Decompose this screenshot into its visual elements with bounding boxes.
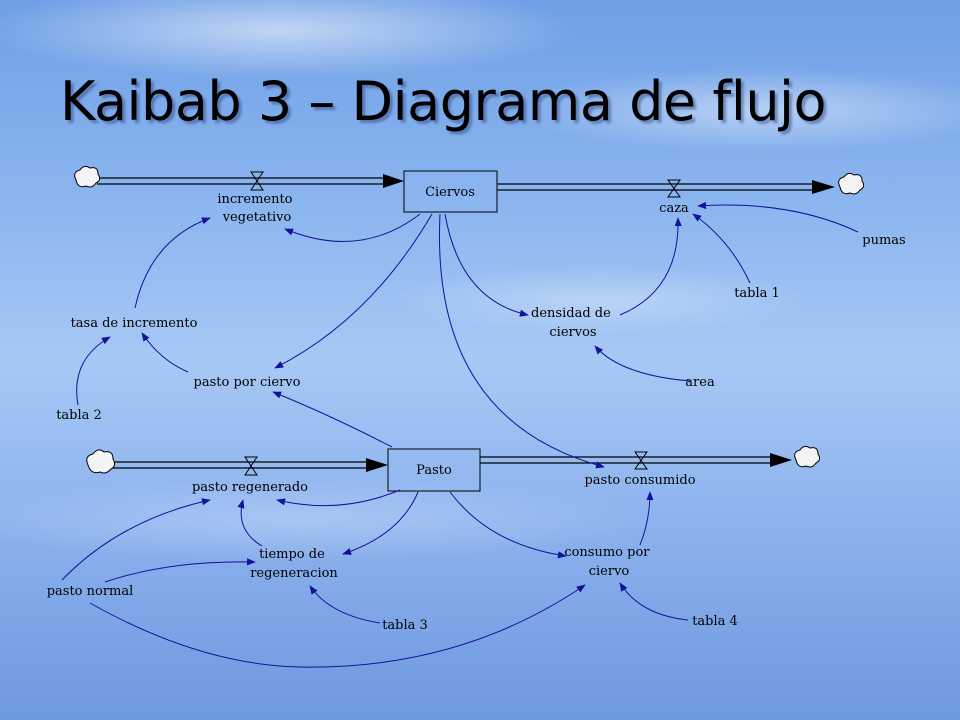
- link-ciervos-pastoporciervo: [274, 213, 433, 369]
- pipe-pasto-consumido: [480, 453, 792, 467]
- link-pastoporciervo-tasa: [141, 332, 189, 373]
- link-tabla3-tiempo: [309, 585, 381, 624]
- pipe-incremento-vegetativo: [97, 174, 404, 188]
- link-tiempo-regenerado: [237, 499, 263, 547]
- var-tabla3-label: tabla 3: [382, 618, 428, 633]
- pipe-pasto-regenerado: [110, 458, 388, 472]
- links: [61, 201, 859, 668]
- var-tabla1-label: tabla 1: [734, 286, 780, 301]
- var-tasa-incremento-label: tasa de incremento: [71, 316, 198, 331]
- slide-title: Kaibab 3 – Diagrama de flujo: [60, 70, 827, 133]
- stock-ciervos-box: [403, 170, 498, 213]
- link-pasto-pastoporciervo: [272, 391, 393, 448]
- link-densidad-caza: [619, 217, 682, 316]
- link-pastonormal-regenerado: [61, 498, 211, 581]
- link-pastonormal-tiempo: [104, 558, 256, 583]
- labels: Ciervos Pasto incremento vegetativo caza…: [47, 185, 906, 633]
- var-tiempo-regeneracion-label: tiempo de regeneracion: [250, 547, 338, 581]
- var-densidad-label: densidad de ciervos: [531, 306, 615, 340]
- stock-ciervos-label: Ciervos: [425, 185, 475, 200]
- flow-pasto-consumido-label: pasto consumido: [584, 473, 695, 488]
- link-pasto-regenerado: [276, 489, 401, 507]
- link-area-densidad: [594, 345, 691, 382]
- var-pasto-por-ciervo-label: pasto por ciervo: [194, 375, 301, 390]
- var-area-label: area: [685, 375, 715, 390]
- flow-caza-label: caza: [659, 201, 689, 216]
- stock-pasto-box: [387, 448, 481, 492]
- valve-icon: [634, 451, 648, 470]
- link-pumas-caza: [697, 201, 859, 233]
- cloud-source-ciervos: [74, 165, 101, 188]
- link-tabla2-tasa: [76, 336, 111, 406]
- link-ciervos-consumido: [438, 213, 605, 469]
- link-pasto-tiempo: [342, 491, 419, 555]
- flow-incremento-vegetativo-label: incremento vegetativo: [217, 192, 296, 225]
- link-tabla4-consumo: [619, 582, 689, 621]
- var-pumas-label: pumas: [862, 233, 905, 248]
- var-tabla4-label: tabla 4: [692, 614, 738, 629]
- cloud-source-pasto: [86, 449, 116, 474]
- link-ciervos-incremento: [284, 213, 421, 242]
- valve-icon: [667, 179, 681, 198]
- link-ciervos-densidad: [444, 213, 529, 317]
- var-tabla2-label: tabla 2: [56, 408, 102, 423]
- pipe-caza: [497, 180, 835, 194]
- cloud-sink-pasto-consumido: [794, 445, 821, 468]
- var-pasto-normal-label: pasto normal: [47, 584, 134, 599]
- var-consumo-por-ciervo-label: consumo por ciervo: [564, 545, 653, 579]
- valve-icon: [244, 456, 258, 476]
- link-pastonormal-consumo: [89, 584, 586, 668]
- valve-icon: [250, 171, 264, 191]
- cloud-sink-caza: [838, 172, 865, 195]
- stock-pasto-label: Pasto: [416, 463, 452, 478]
- link-tabla1-caza: [692, 213, 751, 284]
- link-tasa-incremento: [134, 217, 211, 309]
- link-pasto-consumo: [449, 491, 567, 559]
- link-consumo-consumido: [639, 491, 654, 546]
- flow-pasto-regenerado-label: pasto regenerado: [192, 480, 308, 495]
